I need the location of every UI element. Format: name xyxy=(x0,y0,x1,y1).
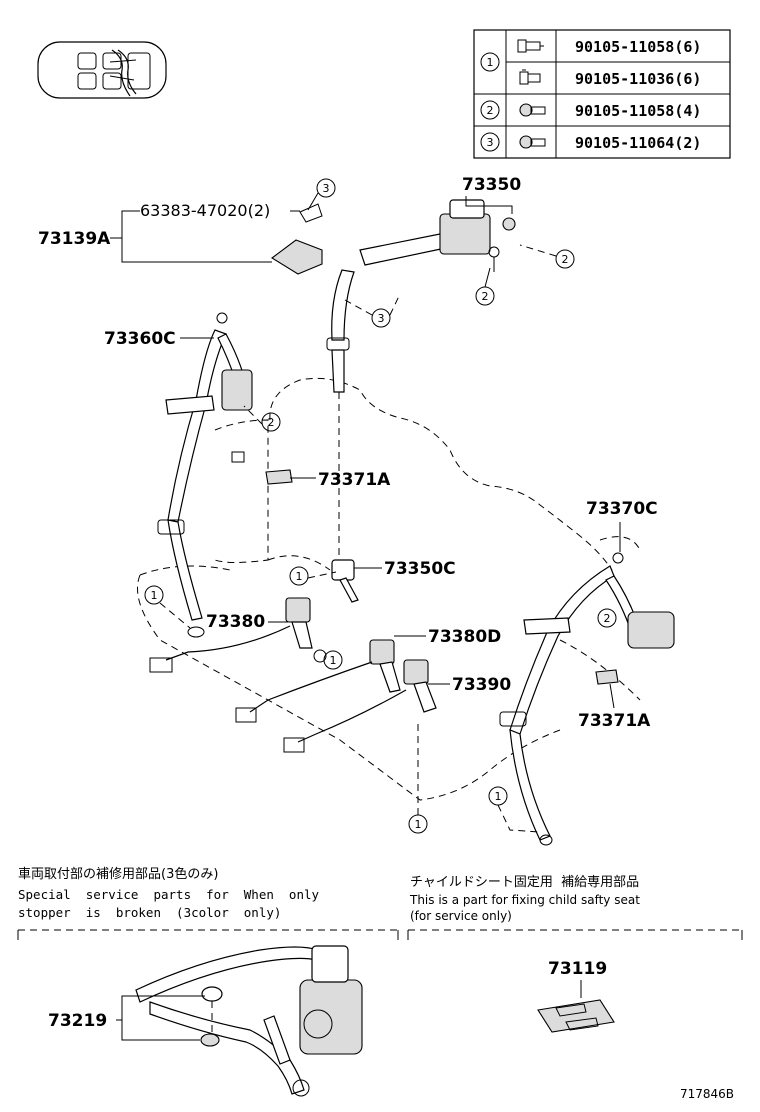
label-63383-47020: 63383-47020(2) xyxy=(140,201,270,220)
callout-2-left: 2 xyxy=(243,405,281,432)
svg-text:2: 2 xyxy=(604,612,611,625)
label-73360C: 73360C xyxy=(104,329,176,349)
label-73380D: 73380D xyxy=(428,627,501,647)
svg-text:1: 1 xyxy=(151,589,158,602)
callout-2-lower: 2 xyxy=(475,267,495,306)
callout-1-bottom: 1 xyxy=(408,720,428,834)
child-seat-anchor-bracket xyxy=(537,999,615,1033)
note-right-english-line2: (for service only) xyxy=(410,909,512,923)
note-right-japanese: チャイルドシート固定用 補給専用部品 xyxy=(410,875,639,890)
flange-bolt-icon xyxy=(519,69,541,85)
callout-2-right-retractor: 2 xyxy=(597,608,617,628)
label-73350: 73350 xyxy=(462,175,521,195)
fastener-part-number: 90105-11036(6) xyxy=(575,70,701,88)
section-bracket-left xyxy=(17,929,399,940)
callout-1-center: 1 xyxy=(289,566,337,586)
note-right-english-line1: This is a part for fixing child safty se… xyxy=(409,893,640,907)
label-73139A: 73139A xyxy=(38,229,111,249)
callout-3-mid: 3 xyxy=(344,293,401,328)
svg-text:3: 3 xyxy=(487,136,494,149)
callout-1-right: 1 xyxy=(488,786,541,833)
table-callout-2: 2 xyxy=(480,100,500,120)
buckle-73380D xyxy=(235,639,437,753)
fastener-part-number: 90105-11058(4) xyxy=(575,102,701,120)
svg-text:1: 1 xyxy=(487,56,494,69)
callout-2-right: 2 xyxy=(519,244,575,269)
label-73119: 73119 xyxy=(548,959,607,979)
table-callout-1: 1 xyxy=(480,52,500,72)
table-callout-3: 3 xyxy=(480,132,500,152)
svg-text:1: 1 xyxy=(495,790,502,803)
center-belt-retractor xyxy=(359,199,516,272)
bolt-icon xyxy=(519,135,546,149)
belt-guide-right xyxy=(595,669,619,685)
fastener-part-number: 90105-11058(6) xyxy=(575,38,701,56)
svg-text:2: 2 xyxy=(487,104,494,117)
callout-1-buckle: 1 xyxy=(323,650,343,670)
note-left-english-line2: stopper is broken (3color only) xyxy=(18,905,281,920)
fastener-part-number: 90105-11064(2) xyxy=(575,134,701,152)
left-outer-belt xyxy=(157,312,253,638)
label-73219: 73219 xyxy=(48,1011,107,1031)
stopper-detail-drawing xyxy=(135,945,363,1097)
callout-3-top: 3 xyxy=(307,178,336,211)
note-left-english-line1: Special service parts for When only xyxy=(18,887,319,902)
section-bracket-right xyxy=(407,929,743,940)
svg-text:1: 1 xyxy=(330,654,337,667)
center-belt-webbing xyxy=(326,269,355,560)
fastener-table: 1 2 3 90105-11058(6) 901 xyxy=(473,29,731,159)
svg-text:1: 1 xyxy=(296,570,303,583)
belt-guide-left xyxy=(231,451,293,485)
svg-text:2: 2 xyxy=(482,290,489,303)
callout-1-left: 1 xyxy=(144,585,191,629)
belt-anchor-cover xyxy=(271,203,323,275)
label-73371A-right: 73371A xyxy=(578,711,651,731)
label-73350C: 73350C xyxy=(384,559,456,579)
buckle-73380 xyxy=(149,597,327,673)
label-73370C: 73370C xyxy=(586,499,658,519)
bolt-icon xyxy=(519,103,546,117)
diagram-id: 717846B xyxy=(680,1087,734,1101)
label-73380: 73380 xyxy=(206,612,265,632)
flange-bolt-icon xyxy=(517,39,544,53)
note-left-japanese: 車両取付部の補修用部品(3色のみ) xyxy=(18,866,218,882)
rear-seat-outline xyxy=(137,377,641,801)
svg-text:2: 2 xyxy=(562,253,569,266)
leader-73350 xyxy=(465,196,513,214)
seat-layout-icon xyxy=(37,41,167,99)
svg-text:3: 3 xyxy=(378,312,385,325)
svg-text:2: 2 xyxy=(268,416,275,429)
svg-text:3: 3 xyxy=(323,182,330,195)
center-belt-tongue xyxy=(331,559,359,603)
label-73371A-left: 73371A xyxy=(318,470,391,490)
svg-text:1: 1 xyxy=(415,818,422,831)
label-73390: 73390 xyxy=(452,675,511,695)
right-outer-belt xyxy=(499,552,675,846)
